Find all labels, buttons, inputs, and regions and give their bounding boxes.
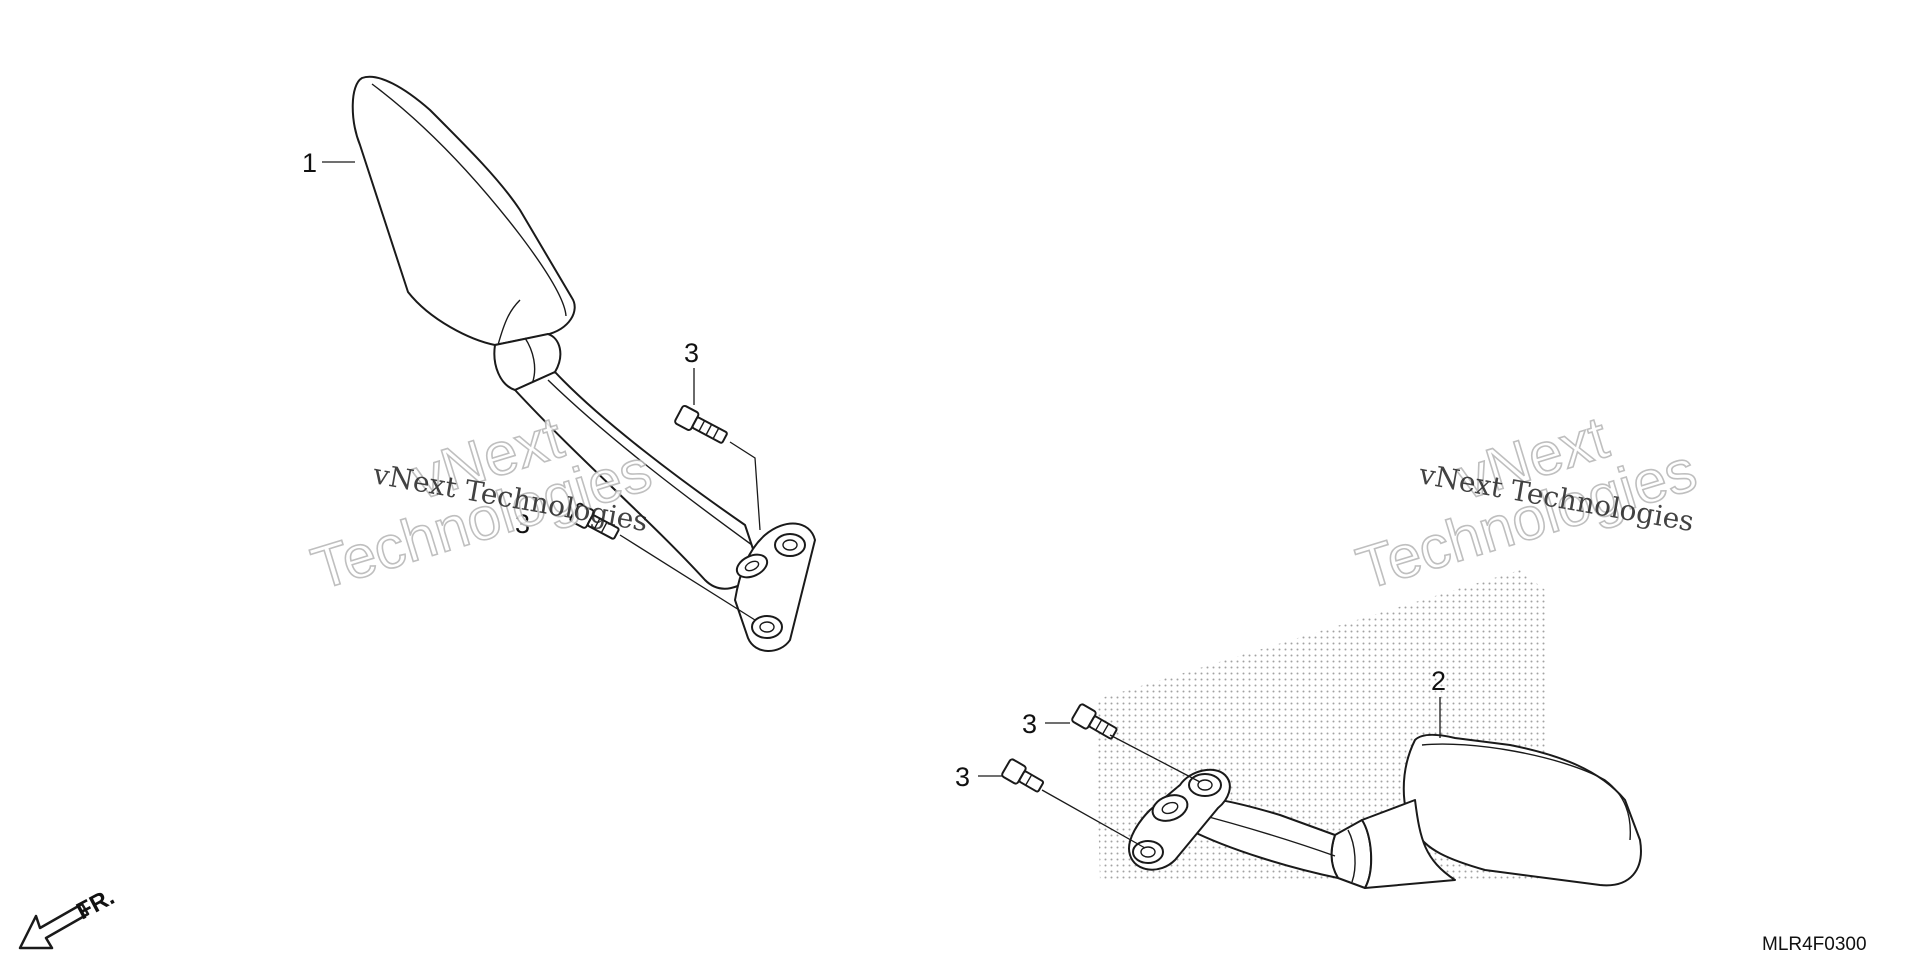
callout-bolt-left-lower: 3 [515,509,530,539]
watermark-right: vNext Technologies vNext Technologies [1348,403,1704,604]
left-mirror-head [351,75,576,346]
bolt-right-upper [1071,703,1118,740]
bolt-right-lower [1001,758,1045,793]
left-mirror-assembly [351,75,816,652]
bolt-left-lower [569,502,620,540]
front-direction-arrow: FR. [18,883,119,950]
left-mirror-stem [514,371,761,590]
callout-bolt-left-upper: 3 [684,338,699,368]
right-mirror-assembly [1128,733,1642,889]
callout-bolt-right-lower: 3 [955,762,970,792]
diagram-code: MLR4F0300 [1762,934,1867,955]
bolt-left-upper [674,404,728,444]
callout-bolt-right-upper: 3 [1022,709,1037,739]
callout-left-mirror: 1 [302,148,317,178]
callout-right-mirror: 2 [1431,666,1446,696]
